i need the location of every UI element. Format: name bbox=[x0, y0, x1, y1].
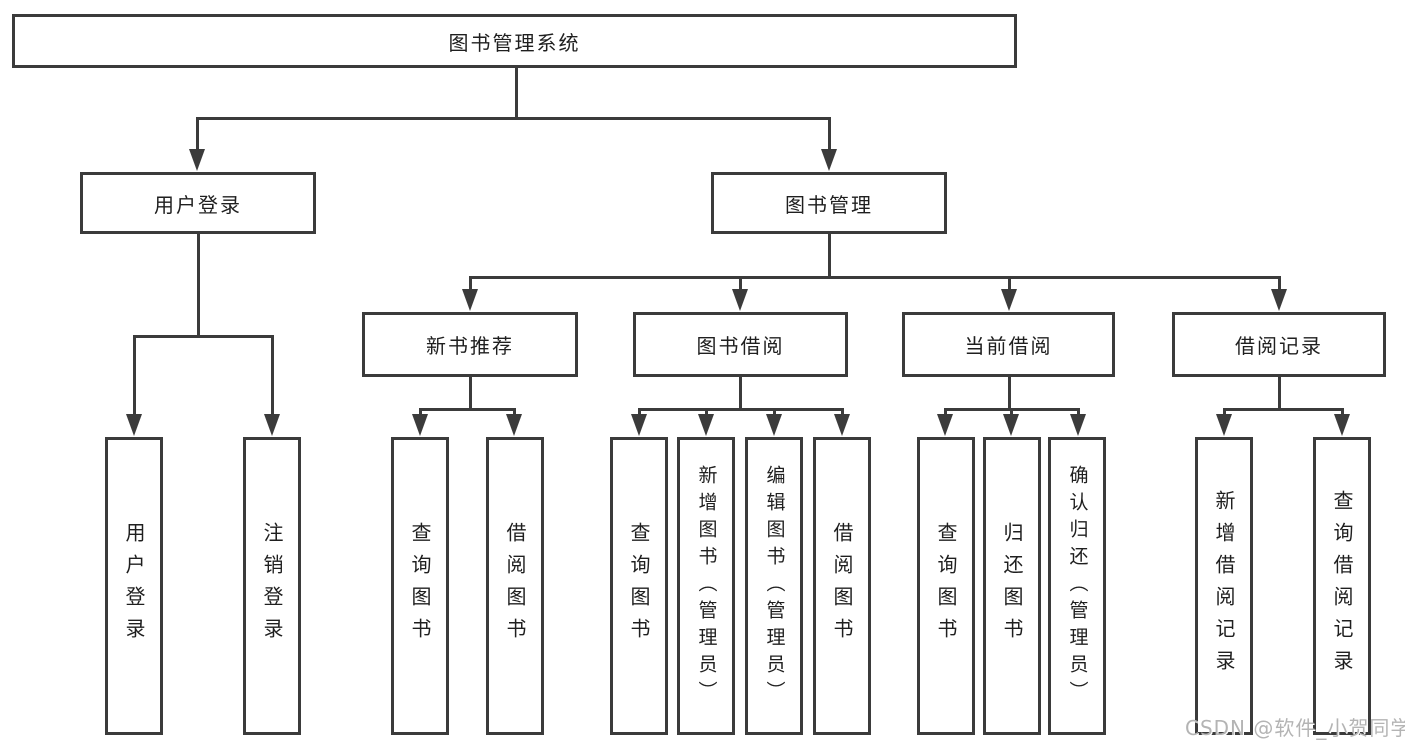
connector-line bbox=[827, 118, 831, 150]
connector-line bbox=[704, 409, 708, 416]
connector-line bbox=[132, 336, 136, 415]
connector-line bbox=[195, 118, 199, 150]
leaf-query-books-borrowing: 查询图书 bbox=[610, 437, 668, 735]
connector-line bbox=[1009, 409, 1013, 416]
leaf-label: 归还图书 bbox=[1000, 522, 1024, 650]
leaf-label: 借阅图书 bbox=[830, 522, 854, 650]
connector-line bbox=[418, 407, 516, 411]
leaf-add-books-admin: 新增图书（管理员） bbox=[677, 437, 735, 735]
arrow-down-icon bbox=[1003, 414, 1019, 436]
node-borrowing-records-label: 借阅记录 bbox=[1235, 334, 1323, 358]
leaf-query-books-current: 查询图书 bbox=[917, 437, 975, 735]
node-book-borrowing-label: 图书借阅 bbox=[696, 334, 785, 358]
connector-line bbox=[637, 409, 641, 416]
arrow-down-icon bbox=[189, 149, 205, 171]
arrow-down-icon bbox=[1070, 414, 1086, 436]
leaf-confirm-return-admin: 确认归还（管理员） bbox=[1048, 437, 1106, 735]
connector-line bbox=[827, 234, 831, 277]
node-new-book-recommend-label: 新书推荐 bbox=[426, 334, 514, 358]
connector-line bbox=[132, 334, 274, 338]
watermark-text: CSDN @软件_小贺同学 bbox=[1185, 716, 1405, 740]
leaf-label: 注销登录 bbox=[260, 522, 284, 650]
arrow-down-icon bbox=[1334, 414, 1350, 436]
leaf-add-borrow-record: 新增借阅记录 bbox=[1195, 437, 1253, 735]
arrow-down-icon bbox=[631, 414, 647, 436]
leaf-return-books: 归还图书 bbox=[983, 437, 1041, 735]
arrow-down-icon bbox=[264, 414, 280, 436]
connector-line bbox=[418, 409, 422, 416]
arrow-down-icon bbox=[732, 289, 748, 311]
connector-line bbox=[1076, 409, 1080, 416]
leaf-query-books-recommend: 查询图书 bbox=[391, 437, 449, 735]
arrow-down-icon bbox=[412, 414, 428, 436]
connector-line bbox=[1007, 377, 1011, 409]
leaf-logout: 注销登录 bbox=[243, 437, 301, 735]
connector-line bbox=[1222, 407, 1344, 411]
arrow-down-icon bbox=[1271, 289, 1287, 311]
leaf-label: 新增借阅记录 bbox=[1212, 490, 1236, 682]
arrow-down-icon bbox=[126, 414, 142, 436]
connector-line bbox=[1277, 377, 1281, 409]
connector-line bbox=[468, 377, 472, 409]
node-book-management: 图书管理 bbox=[711, 172, 947, 234]
arrow-down-icon bbox=[937, 414, 953, 436]
arrow-down-icon bbox=[834, 414, 850, 436]
node-current-borrowing: 当前借阅 bbox=[902, 312, 1115, 377]
connector-line bbox=[1222, 409, 1226, 416]
leaf-label: 查询图书 bbox=[408, 522, 432, 650]
leaf-label: 查询图书 bbox=[627, 522, 651, 650]
node-root-label: 图书管理系统 bbox=[448, 30, 581, 55]
node-book-management-label: 图书管理 bbox=[785, 192, 873, 217]
node-current-borrowing-label: 当前借阅 bbox=[964, 334, 1053, 358]
connector-line bbox=[468, 275, 1281, 279]
arrow-down-icon bbox=[766, 414, 782, 436]
connector-line bbox=[1277, 277, 1281, 291]
connector-line bbox=[637, 407, 844, 411]
node-borrowing-records: 借阅记录 bbox=[1172, 312, 1386, 377]
connector-line bbox=[468, 277, 472, 291]
node-user-login: 用户登录 bbox=[80, 172, 316, 234]
connector-line bbox=[196, 234, 200, 336]
connector-line bbox=[512, 409, 516, 416]
arrow-down-icon bbox=[506, 414, 522, 436]
leaf-label: 确认归还（管理员） bbox=[1066, 464, 1089, 708]
connector-line bbox=[943, 407, 1080, 411]
leaf-user-login: 用户登录 bbox=[105, 437, 163, 735]
connector-line bbox=[514, 68, 518, 118]
leaf-query-borrow-record: 查询借阅记录 bbox=[1313, 437, 1371, 735]
connector-line bbox=[738, 277, 742, 291]
connector-line bbox=[195, 116, 831, 120]
arrow-down-icon bbox=[1001, 289, 1017, 311]
leaf-label: 用户登录 bbox=[122, 522, 146, 650]
node-new-book-recommend: 新书推荐 bbox=[362, 312, 578, 377]
leaf-borrow-books-recommend: 借阅图书 bbox=[486, 437, 544, 735]
node-user-login-label: 用户登录 bbox=[154, 192, 242, 217]
leaf-label: 编辑图书（管理员） bbox=[763, 464, 786, 708]
connector-line bbox=[1340, 409, 1344, 416]
arrow-down-icon bbox=[698, 414, 714, 436]
connector-line bbox=[772, 409, 776, 416]
leaf-label: 新增图书（管理员） bbox=[695, 464, 718, 708]
connector-line bbox=[1007, 277, 1011, 291]
connector-line bbox=[943, 409, 947, 416]
leaf-label: 查询图书 bbox=[934, 522, 958, 650]
arrow-down-icon bbox=[821, 149, 837, 171]
leaf-borrow-books-borrowing: 借阅图书 bbox=[813, 437, 871, 735]
connector-line bbox=[840, 409, 844, 416]
node-book-borrowing: 图书借阅 bbox=[633, 312, 848, 377]
leaf-edit-books-admin: 编辑图书（管理员） bbox=[745, 437, 803, 735]
connector-line bbox=[270, 336, 274, 415]
leaf-label: 借阅图书 bbox=[503, 522, 527, 650]
arrow-down-icon bbox=[462, 289, 478, 311]
arrow-down-icon bbox=[1216, 414, 1232, 436]
connector-line bbox=[738, 377, 742, 409]
node-root: 图书管理系统 bbox=[12, 14, 1017, 68]
leaf-label: 查询借阅记录 bbox=[1330, 490, 1354, 682]
